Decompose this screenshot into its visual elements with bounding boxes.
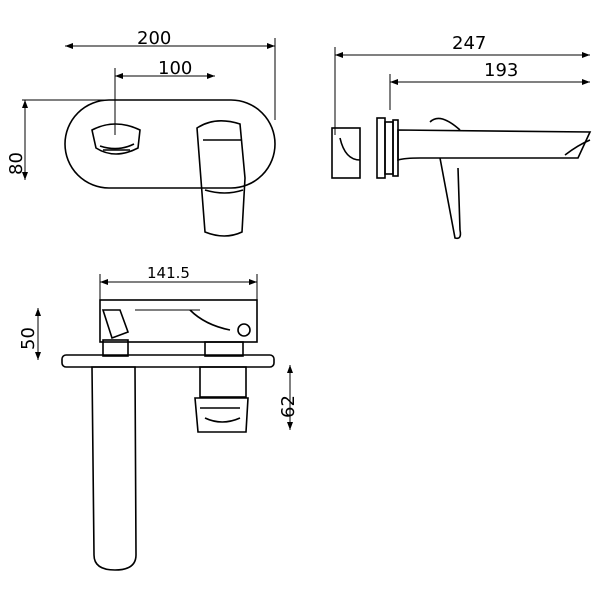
- dim-top-handle-height: 62: [278, 395, 299, 418]
- handle-top: [194, 397, 249, 433]
- wall-plate-top: [61, 354, 275, 368]
- dim-front-width: 200: [137, 28, 171, 49]
- spout-side: [397, 129, 592, 162]
- lever-handle-side: [439, 157, 462, 240]
- spout-outlet: [91, 123, 141, 155]
- top-view: 141.5 50 62: [18, 264, 299, 571]
- cartridge-nut: [204, 341, 244, 357]
- handle-front: [196, 120, 246, 237]
- dim-side-total-length: 247: [452, 33, 486, 54]
- cartridge-body: [199, 366, 247, 398]
- front-view: 200 100 80: [6, 28, 276, 237]
- dim-top-length: 141.5: [147, 264, 190, 282]
- spout-top: [91, 366, 137, 571]
- dim-front-height: 80: [6, 152, 27, 175]
- side-view: 247 193: [331, 33, 592, 240]
- valve-body-top: [99, 299, 258, 343]
- lever-top: [429, 117, 461, 131]
- dim-top-depth: 50: [18, 327, 39, 350]
- dim-side-spout-length: 193: [484, 60, 518, 81]
- wall-plate-front: [64, 99, 276, 189]
- wall-body-side: [331, 127, 361, 179]
- dim-front-hole-offset: 100: [158, 58, 192, 79]
